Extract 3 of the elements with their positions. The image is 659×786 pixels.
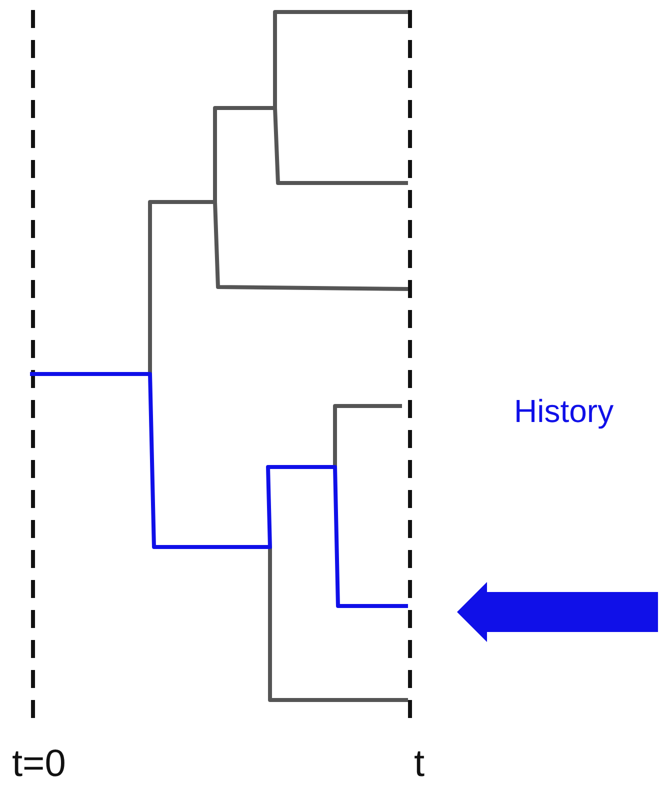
time-label: t [414, 745, 425, 783]
time-zero-label: t=0 [12, 745, 66, 783]
history-label: History [514, 395, 614, 427]
